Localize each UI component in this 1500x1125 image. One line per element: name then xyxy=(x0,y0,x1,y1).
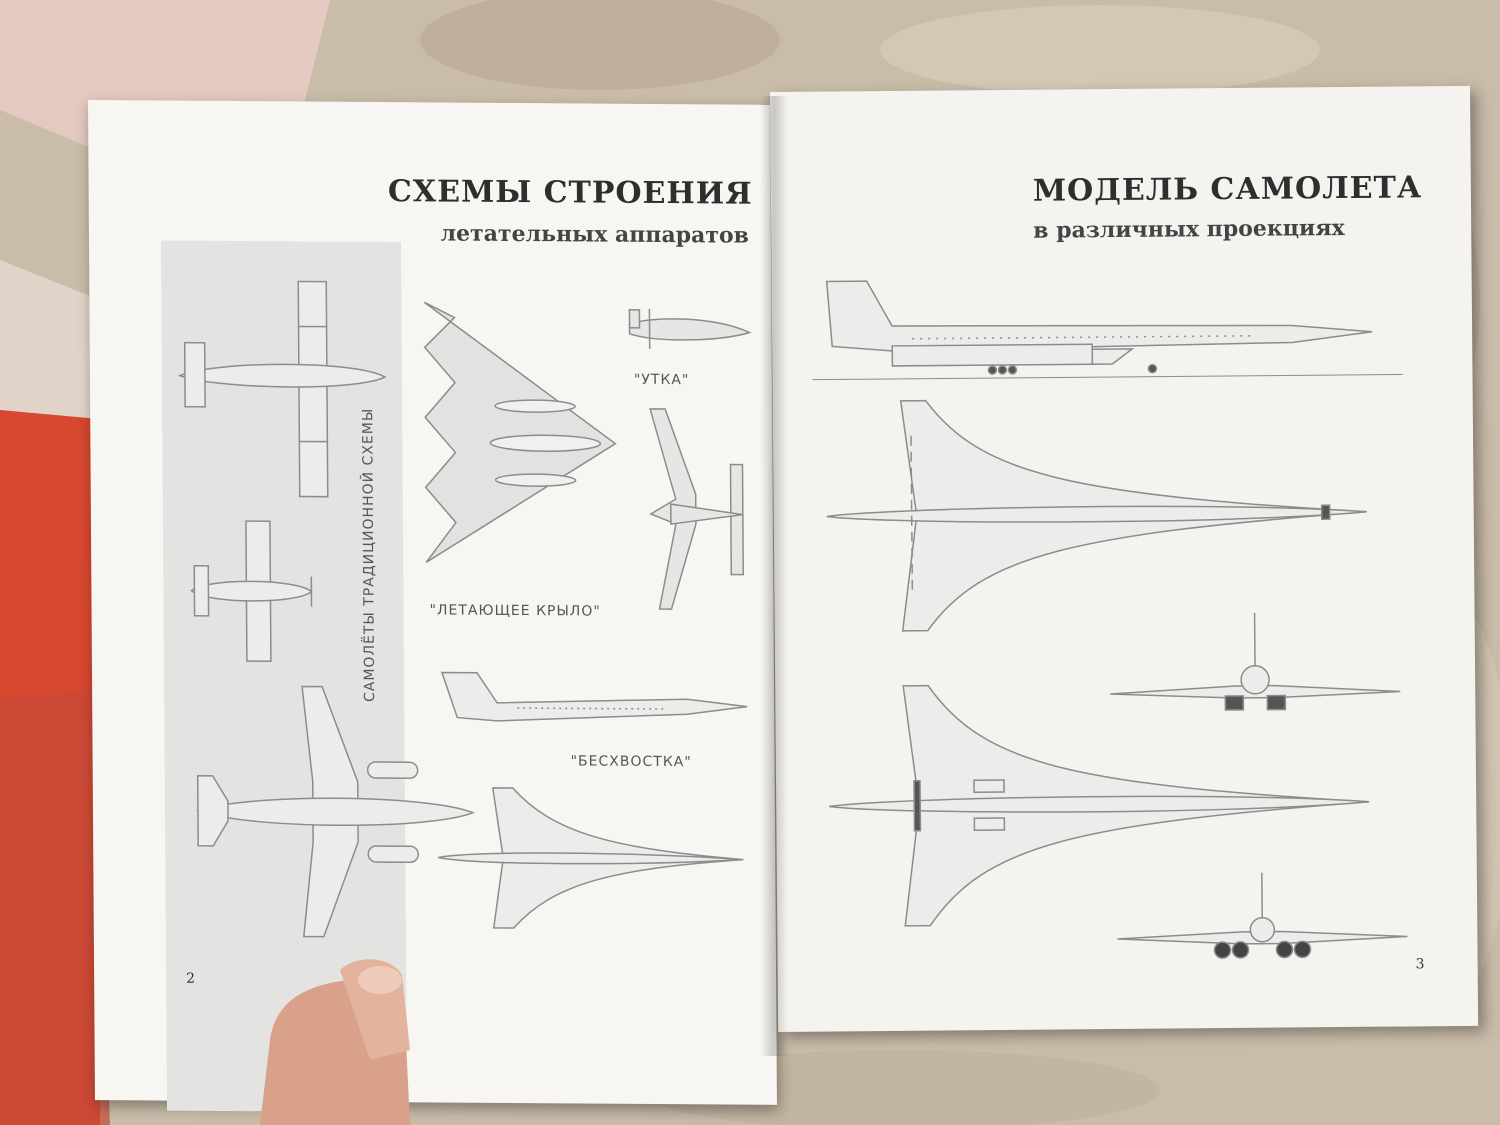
flying-wing-drawing xyxy=(423,301,617,564)
book-spine xyxy=(760,96,788,1056)
right-page-title: МОДЕЛЬ САМОЛЕТА xyxy=(1032,170,1423,209)
right-page-number: 3 xyxy=(1415,956,1425,973)
traditional-aircraft-2-drawing xyxy=(190,520,313,663)
canard-caption: "УТКА" xyxy=(633,371,690,389)
hand-holding-book xyxy=(260,959,410,1125)
traditional-aircraft-3-drawing xyxy=(195,685,475,938)
tailless-side-drawing xyxy=(440,671,748,722)
aircraft-side-view-drawing xyxy=(812,280,1403,381)
aircraft-top-view-drawing xyxy=(826,399,1367,632)
left-page-number: 2 xyxy=(186,970,196,987)
left-page-title: СХЕМЫ СТРОЕНИЯ xyxy=(387,174,753,212)
aircraft-front-view-drawing xyxy=(1110,612,1401,711)
flying-wing-caption: "ЛЕТАЮЩЕЕ КРЫЛО" xyxy=(429,602,601,620)
aircraft-rear-view-drawing xyxy=(1117,872,1408,959)
canard-top-drawing xyxy=(649,408,745,610)
aircraft-bottom-view-drawing xyxy=(829,684,1370,927)
left-page: СХЕМЫ СТРОЕНИЯ летательных аппаратов САМ… xyxy=(88,100,777,1113)
tailless-top-drawing xyxy=(438,787,744,929)
right-page-subtitle: в различных проекциях xyxy=(1033,214,1345,244)
right-page: МОДЕЛЬ САМОЛЕТА в различных проекциях xyxy=(770,85,1479,1032)
left-page-subtitle: летательных аппаратов xyxy=(440,220,749,249)
canard-side-drawing xyxy=(628,308,752,349)
tailless-caption: "БЕСХВОСТКА" xyxy=(570,753,692,771)
traditional-aircraft-1-drawing xyxy=(177,280,387,498)
